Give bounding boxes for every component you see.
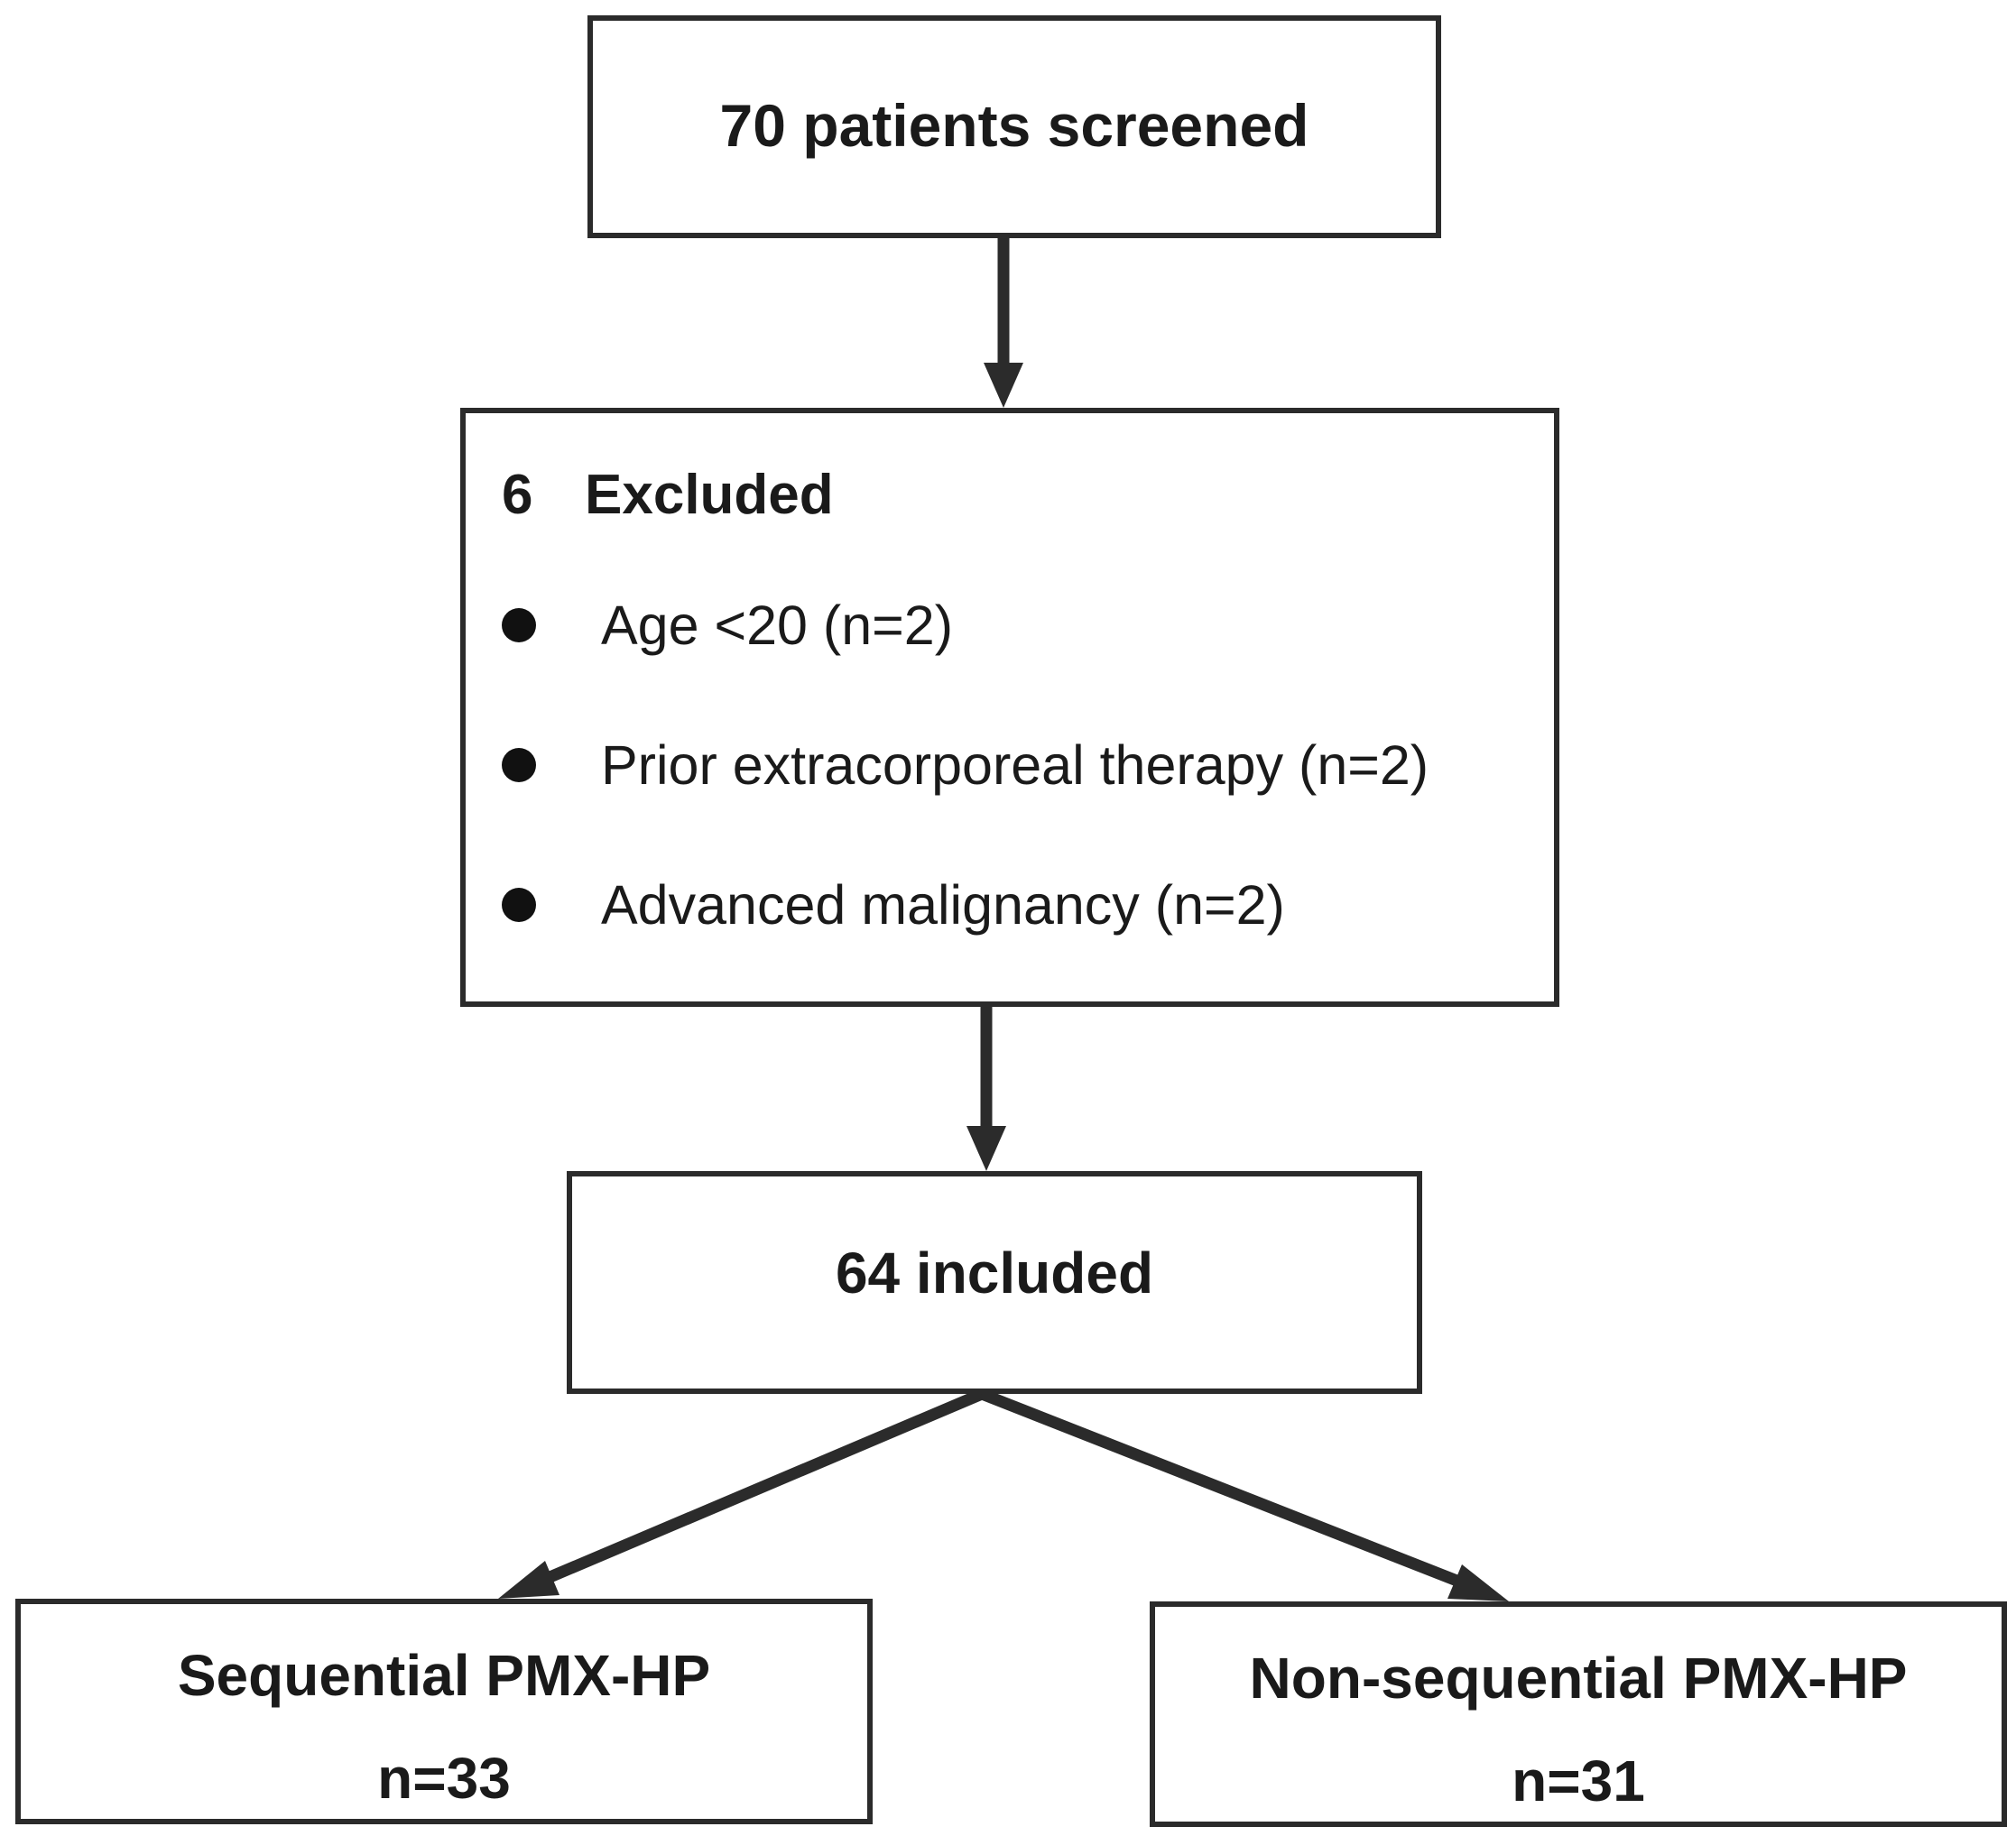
arrow-included-to-nonsequential-shaft	[979, 1388, 1466, 1590]
nonsequential-group-title: Non-sequential PMX-HP	[1249, 1646, 1908, 1711]
bullet-icon	[502, 608, 536, 642]
excluded-label: Excluded	[585, 464, 834, 526]
excluded-heading: 6 Excluded	[502, 463, 834, 527]
arrowhead-sequential	[498, 1561, 559, 1599]
excluded-item: Age <20 (n=2)	[502, 594, 953, 657]
nonsequential-group-count: n=31	[1512, 1748, 1645, 1813]
arrowhead-down-1	[984, 363, 1023, 408]
sequential-group-count: n=33	[377, 1746, 511, 1811]
sequential-group-title: Sequential PMX-HP	[177, 1643, 711, 1708]
arrowhead-down-2	[966, 1126, 1006, 1171]
arrowhead-nonsequential	[1447, 1564, 1509, 1601]
screened-label: 70 patients screened	[719, 92, 1309, 159]
screened-box: 70 patients screened	[587, 15, 1441, 238]
excluded-item-text: Prior extracorporeal therapy (n=2)	[601, 734, 1429, 796]
included-label: 64 included	[835, 1241, 1154, 1305]
excluded-item: Prior extracorporeal therapy (n=2)	[502, 733, 1429, 797]
sequential-group-box: Sequential PMX-HP n=33	[15, 1599, 873, 1824]
excluded-count: 6	[502, 464, 533, 526]
included-box: 64 included	[567, 1171, 1422, 1394]
bullet-icon	[502, 888, 536, 922]
excluded-item-text: Age <20 (n=2)	[601, 595, 954, 656]
excluded-item: Advanced malignancy (n=2)	[502, 873, 1285, 936]
excluded-item-text: Advanced malignancy (n=2)	[601, 874, 1285, 936]
arrow-included-to-sequential-shaft	[539, 1389, 985, 1586]
excluded-box: 6 Excluded Age <20 (n=2) Prior extracorpo…	[460, 408, 1559, 1007]
nonsequential-group-box: Non-sequential PMX-HP n=31	[1150, 1601, 2007, 1827]
bullet-icon	[502, 748, 536, 782]
